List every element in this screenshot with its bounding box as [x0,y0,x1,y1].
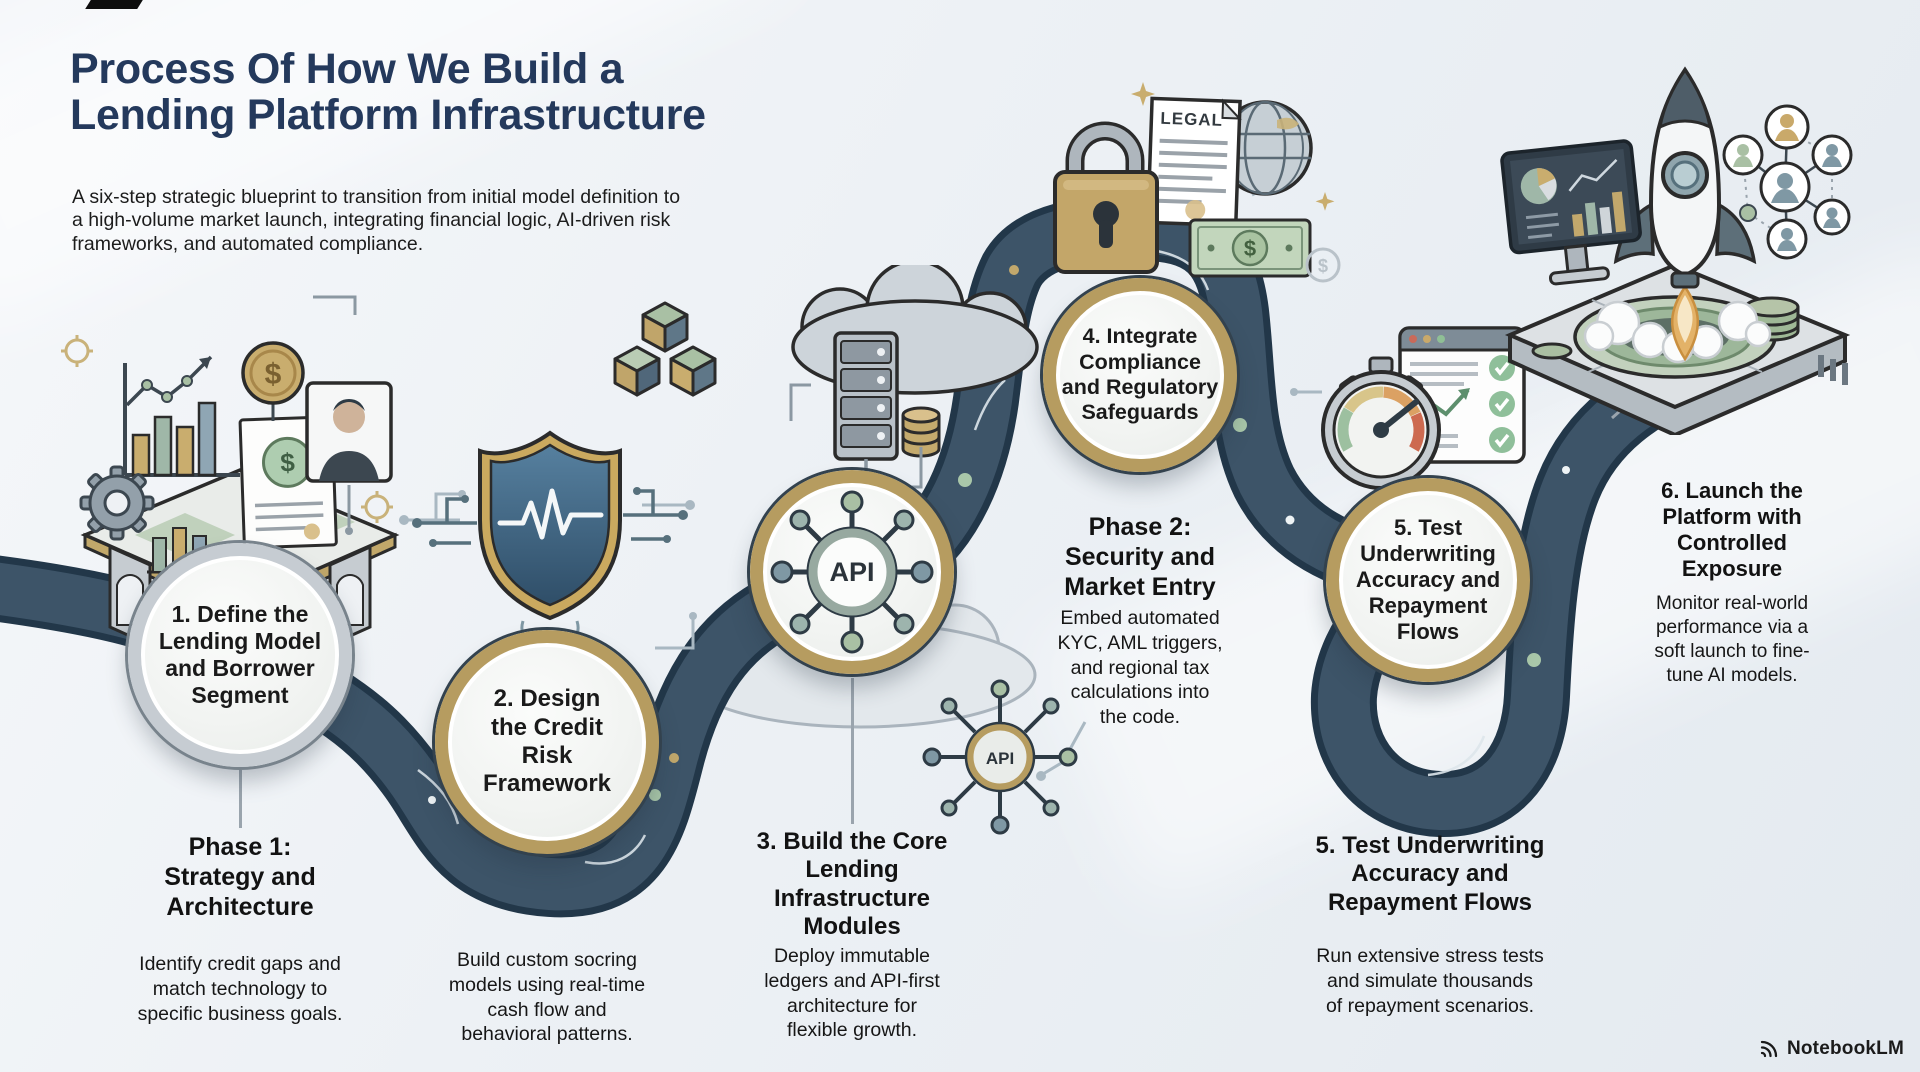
compliance-cluster-illustration: LEGAL $ $ [1053,82,1341,283]
bar-chart-icon [123,355,240,477]
analytics-monitor-icon [1500,139,1642,286]
credit-risk-shield-illustration [412,430,688,641]
watermark-brand: NotebookLM [1786,1038,1904,1059]
dollar-sign: $ [1318,256,1328,276]
api-label-small: API [986,749,1014,768]
cloud-icon [791,265,1039,395]
vent-slats [1818,355,1848,385]
blocks-icon [613,301,717,397]
api-hub-ring [966,723,1034,791]
api-label: API [829,557,874,587]
rocket-icon [1613,66,1757,362]
user-network-icon [1722,104,1853,260]
dollar-sign: $ [280,447,296,478]
dollar-sign: $ [1244,236,1256,261]
pulse-line-icon [497,488,604,540]
server-rack-icon [833,331,899,516]
api-spokes [938,695,1062,819]
top-edge-artifact [85,0,143,9]
legal-label: LEGAL [1160,109,1223,130]
database-icon [901,406,941,458]
cluster-connectors [789,383,923,489]
watermark: NotebookLM [1758,1038,1904,1060]
circuit-arm-left-dots [412,495,469,547]
infrastructure-cluster-illustration [613,265,1039,516]
api-hub-icon: API [770,490,934,654]
sparkle-icon [1131,82,1335,211]
api-node-small: API [922,679,1078,835]
shield-icon [478,430,622,621]
gear-outline-icon [61,335,393,523]
circuit-arm-right-dots [633,487,688,543]
stopwatch-gauge-icon [1321,356,1441,490]
circuit-arm-left [417,497,477,545]
avatar [1722,104,1853,260]
page-subtitle: A six-step strategic blueprint to transi… [72,186,681,255]
legal-document-icon: LEGAL [1145,96,1242,228]
padlock-icon [1053,121,1159,274]
coin-icon: $ [241,341,305,421]
step1-caption-connector [239,770,242,828]
banknote-icon: $ [1188,218,1312,278]
api-hub-outline [964,721,1036,793]
circuit-arm-right [623,489,683,541]
notebooklm-logo-icon [1760,1040,1778,1058]
gear-icon [79,465,155,541]
dollar-sign: $ [265,358,282,391]
step3-caption-connector [851,678,854,824]
api-spoke-dots [922,679,1078,835]
step3-node: API [750,470,954,674]
coin-outline-icon: $ [1305,247,1341,283]
borrower-card-icon [305,295,393,535]
launch-cluster-illustration [1500,66,1853,435]
testing-cluster-illustration [1321,326,1526,490]
strategy-cluster-illustration: $ $ [61,295,400,648]
